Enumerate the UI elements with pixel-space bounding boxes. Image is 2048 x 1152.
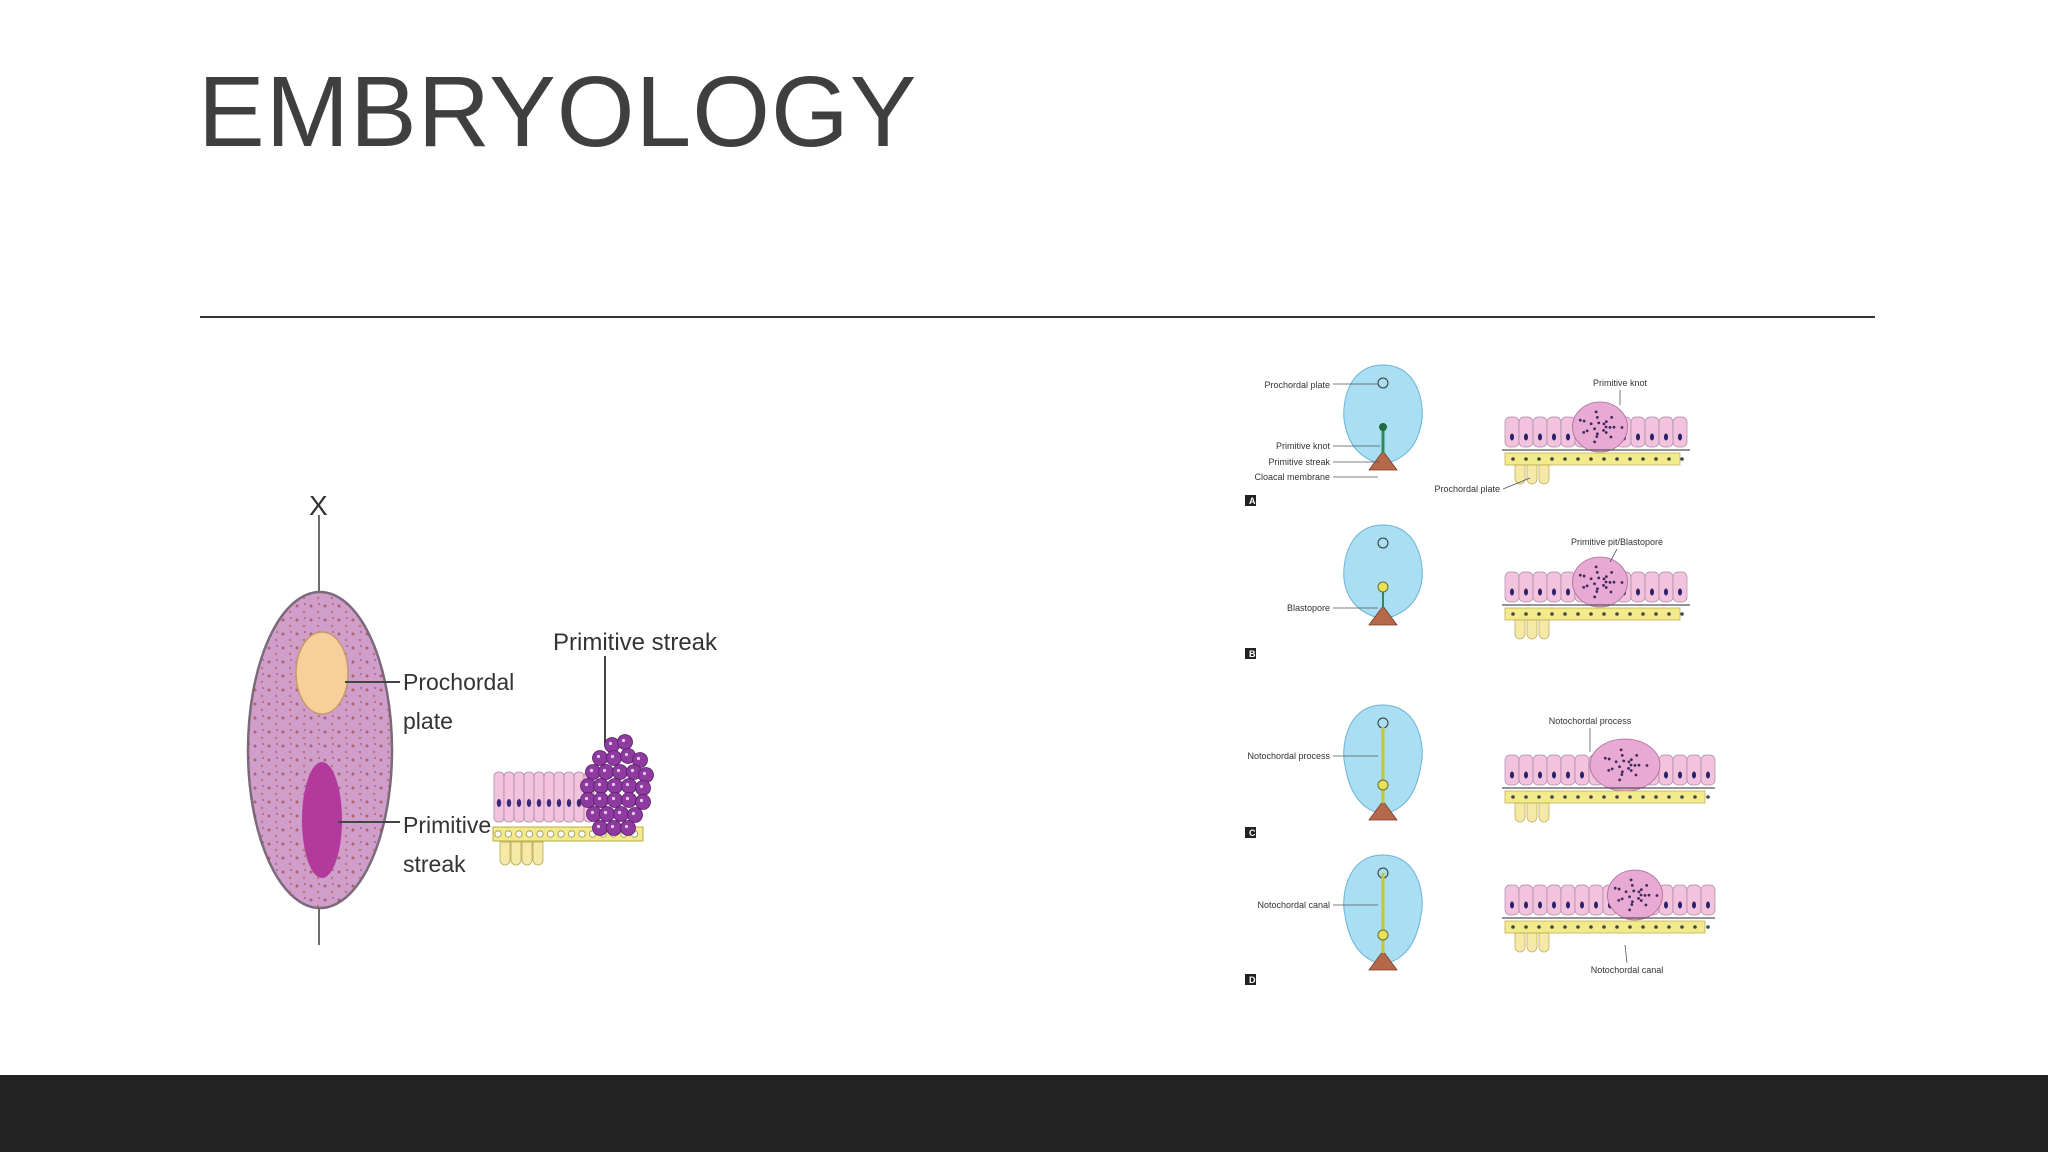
label-a-prochordal: Prochordal plate bbox=[1264, 380, 1330, 390]
label-a-section-prochordal: Prochordal plate bbox=[1434, 484, 1500, 494]
label-section-title: Primitive streak bbox=[553, 629, 718, 656]
label-a-knot: Primitive knot bbox=[1276, 441, 1331, 451]
figure-left: X Prochordal plate Primitive streak Prim… bbox=[235, 480, 718, 950]
label-c-section-process: Notochordal process bbox=[1549, 716, 1632, 726]
label-prochordal-2: plate bbox=[403, 708, 453, 734]
label-a-section-knot: Primitive knot bbox=[1593, 378, 1648, 388]
panel-letter-d: D bbox=[1249, 975, 1256, 985]
axis-x-mark: X bbox=[309, 490, 328, 521]
slide-footer-bar bbox=[0, 1075, 2048, 1152]
label-streak-1: Primitive bbox=[403, 812, 491, 838]
slide-title: EMBRYOLOGY bbox=[198, 56, 918, 168]
label-a-streak: Primitive streak bbox=[1268, 457, 1330, 467]
label-c-process: Notochordal process bbox=[1247, 751, 1330, 761]
title-divider bbox=[200, 316, 1875, 318]
streak-section: Primitive streak bbox=[492, 629, 718, 866]
panel-letter-a: A bbox=[1249, 496, 1256, 506]
figure-right: Prochordal plate Primitive knot Primitiv… bbox=[1225, 350, 1745, 1000]
label-b-section-pit: Primitive pit/Blastopore bbox=[1571, 537, 1663, 547]
panel-letter-c: C bbox=[1249, 828, 1256, 838]
label-a-cloacal: Cloacal membrane bbox=[1254, 472, 1330, 482]
label-prochordal-1: Prochordal bbox=[403, 669, 514, 695]
label-streak-2: streak bbox=[403, 851, 466, 877]
panel-letter-b: B bbox=[1249, 649, 1256, 659]
embryonic-disc bbox=[246, 515, 400, 945]
label-b-blastopore: Blastopore bbox=[1287, 603, 1330, 613]
label-d-section-canal: Notochordal canal bbox=[1591, 965, 1664, 975]
label-d-canal: Notochordal canal bbox=[1257, 900, 1330, 910]
